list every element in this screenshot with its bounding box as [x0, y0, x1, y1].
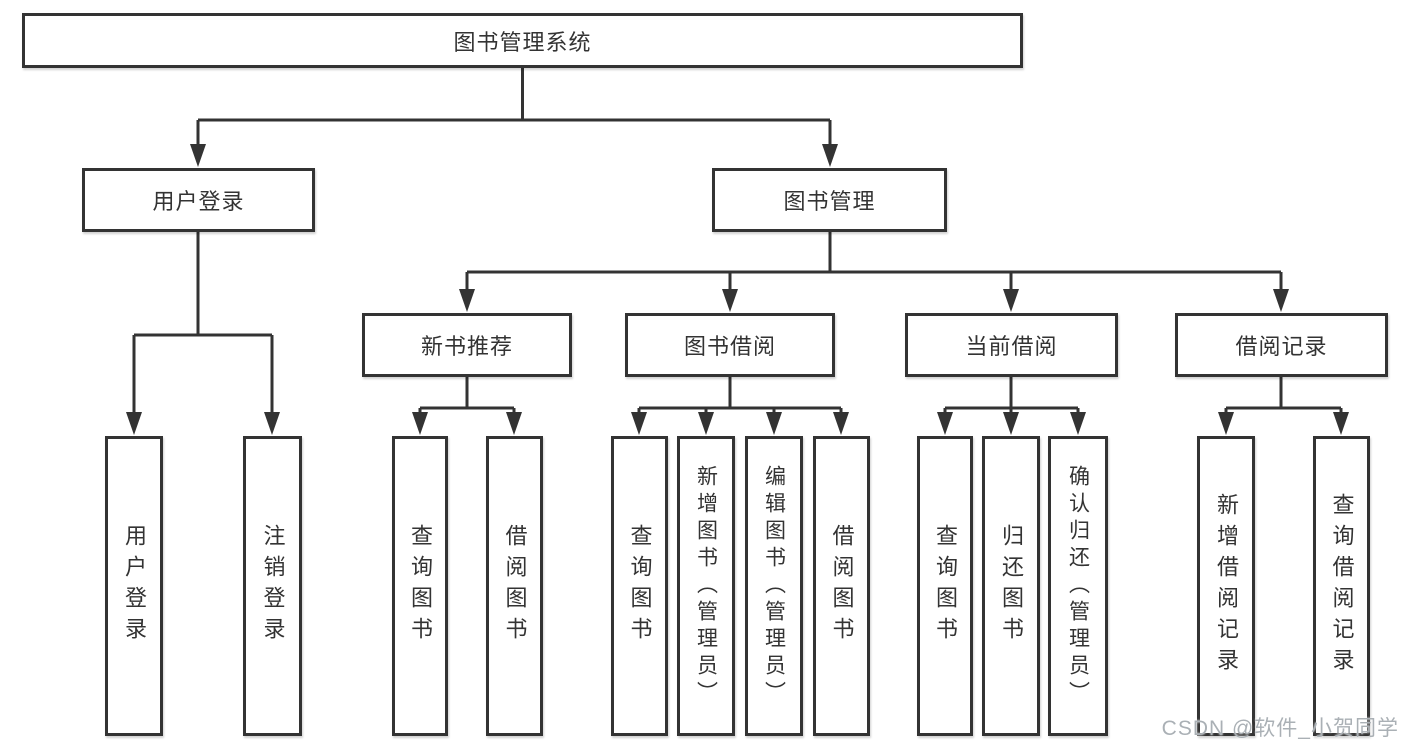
node-borrowing-records: 借阅记录 [1175, 313, 1388, 377]
node-label: 归还图书 [999, 524, 1024, 648]
node-label: 当前借阅 [965, 334, 1058, 359]
arrow-down-icon [722, 289, 738, 312]
node-label: 借阅记录 [1235, 334, 1328, 359]
leaf-logout: 注销登录 [243, 436, 302, 736]
leaf-borrow-books: 借阅图书 [813, 436, 870, 736]
leaf-edit-books-admin: 编辑图书（管理员） [745, 436, 803, 736]
node-book-borrowing: 图书借阅 [625, 313, 835, 377]
leaf-user-login: 用户登录 [105, 436, 163, 736]
arrow-down-icon [1003, 289, 1019, 312]
csdn-watermark: CSDN @软件_小贺同学 [1161, 717, 1399, 740]
node-label: 查询图书 [627, 524, 653, 648]
arrow-down-icon [1218, 412, 1234, 435]
arrowheads-current-borrow-leaves [937, 412, 1086, 435]
arrow-down-icon [1003, 412, 1019, 435]
arrow-down-icon [264, 412, 280, 435]
node-label: 借阅图书 [829, 524, 855, 648]
arrow-down-icon [1333, 412, 1349, 435]
node-label: 查询借阅记录 [1329, 493, 1355, 679]
arrowheads-user-login-leaves [126, 412, 280, 435]
arrowheads-book-borrow-leaves [631, 412, 849, 435]
node-label: 图书管理系统 [453, 29, 592, 55]
node-label: 查询图书 [933, 524, 958, 648]
leaf-query-borrow-record: 查询借阅记录 [1313, 436, 1370, 736]
node-label: 图书管理 [783, 189, 876, 214]
leaf-query-books: 查询图书 [917, 436, 973, 736]
arrow-down-icon [631, 412, 647, 435]
node-current-borrowing: 当前借阅 [905, 313, 1118, 377]
arrowheads-level2 [190, 144, 838, 167]
node-label: 新增借阅记录 [1214, 493, 1239, 679]
leaf-query-books: 查询图书 [611, 436, 668, 736]
node-label: 用户登录 [152, 189, 245, 214]
edge-borrow-records-to-leaves [1224, 377, 1343, 413]
node-book-management: 图书管理 [712, 168, 947, 232]
node-label: 注销登录 [260, 524, 286, 648]
arrow-down-icon [698, 412, 714, 435]
leaf-return-books: 归还图书 [982, 436, 1040, 736]
arrow-down-icon [1273, 289, 1289, 312]
arrow-down-icon [937, 412, 953, 435]
edge-new-book-to-leaves [418, 377, 516, 413]
node-label: 用户登录 [122, 524, 147, 648]
arrowheads-level3 [459, 289, 1289, 312]
node-label: 编辑图书（管理员） [762, 464, 786, 708]
edge-book-mgmt-to-level3 [465, 232, 1283, 290]
node-label: 新增图书（管理员） [694, 464, 718, 708]
leaf-borrow-books: 借阅图书 [486, 436, 543, 736]
arrow-down-icon [126, 412, 142, 435]
node-user-login: 用户登录 [82, 168, 315, 232]
node-label: 图书借阅 [683, 334, 776, 359]
arrow-down-icon [1070, 412, 1086, 435]
arrow-down-icon [459, 289, 475, 312]
arrow-down-icon [833, 412, 849, 435]
leaf-add-borrow-record: 新增借阅记录 [1197, 436, 1255, 736]
arrow-down-icon [412, 412, 428, 435]
edge-user-login-to-leaves [132, 232, 274, 413]
node-label: 确认归还（管理员） [1066, 464, 1090, 708]
edge-root-to-level2 [196, 68, 832, 146]
node-library-management-system: 图书管理系统 [22, 13, 1023, 68]
node-label: 借阅图书 [502, 524, 528, 648]
arrow-down-icon [822, 144, 838, 167]
arrowheads-borrow-records-leaves [1218, 412, 1349, 435]
arrow-down-icon [766, 412, 782, 435]
leaf-add-books-admin: 新增图书（管理员） [677, 436, 735, 736]
leaf-confirm-return-admin: 确认归还（管理员） [1048, 436, 1108, 736]
node-label: 查询图书 [408, 524, 433, 648]
node-new-book-recommendation: 新书推荐 [362, 313, 572, 377]
edge-book-borrow-to-leaves [637, 377, 843, 413]
node-label: 新书推荐 [420, 334, 513, 359]
arrow-down-icon [506, 412, 522, 435]
arrow-down-icon [190, 144, 206, 167]
arrowheads-new-book-leaves [412, 412, 522, 435]
leaf-query-books: 查询图书 [392, 436, 448, 736]
edge-current-borrow-to-leaves [943, 377, 1080, 413]
